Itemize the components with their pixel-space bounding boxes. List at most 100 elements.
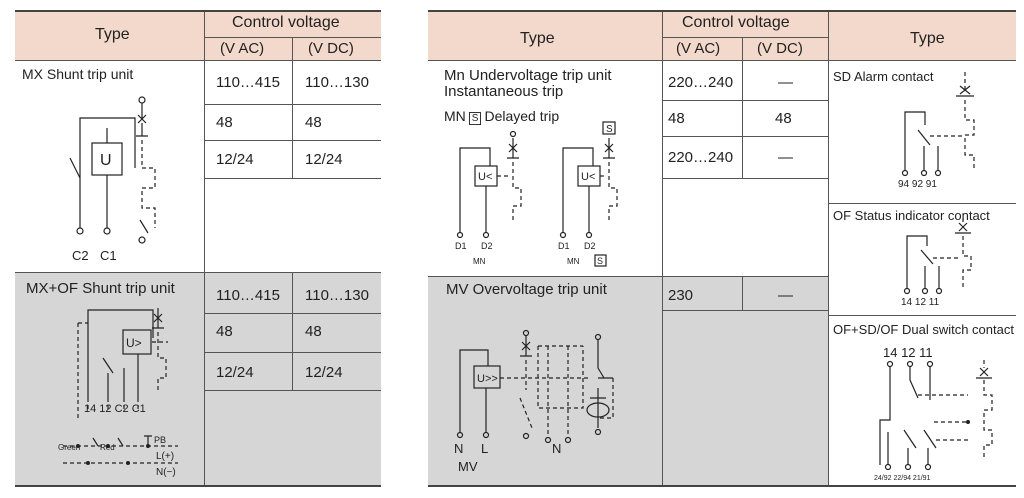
sd-terminals: 94 92 91 <box>898 179 937 190</box>
mxof-wiring-diagram: U> 14 12 C2 C1 Green Red PB L(+) N(−) <box>58 308 178 478</box>
mv-title: MV Overvoltage trip unit <box>446 281 607 298</box>
mn-d2-label-1: D2 <box>481 241 493 251</box>
mn-col-line <box>742 60 743 178</box>
mxof-row1-vdc: 110…130 <box>305 287 369 304</box>
middle-header-bg <box>428 12 828 60</box>
mx-coil-label: U <box>100 152 112 169</box>
dual-wiring-diagram: 14 12 11 24/92 22/94 21/91 <box>874 345 993 482</box>
mn-d1-label-2: D1 <box>558 241 570 251</box>
mn-title-2: Instantaneous trip <box>444 83 564 100</box>
sd-title: SD Alarm contact <box>833 69 934 84</box>
right-top-border <box>828 10 1016 12</box>
mxof-row-line-1 <box>205 313 381 314</box>
mx-row3-vac: 12/24 <box>216 151 254 168</box>
mx-terminal-c1: C1 <box>100 248 117 263</box>
mv-row1-vac: 230 <box>668 287 694 304</box>
mxof-bg <box>15 272 381 486</box>
mn-row-line-3 <box>663 178 828 179</box>
middle-header-col-line <box>742 37 743 60</box>
mxof-col-line <box>292 272 293 390</box>
mn-title-3-box: S <box>468 112 482 125</box>
mxof-row1-vac: 110…415 <box>216 287 280 304</box>
mv-row-line-1 <box>663 310 828 311</box>
mv-l-label: L <box>481 441 488 456</box>
mn-row2-vac: 48 <box>668 110 685 127</box>
mn-mn-label-1: MN <box>473 257 486 266</box>
left-header-bg <box>15 12 381 60</box>
right-type-header: Type <box>910 30 945 47</box>
mxof-row2-vac: 48 <box>216 323 233 340</box>
left-header-col-line <box>292 37 293 60</box>
mxof-nminus-label: N(−) <box>156 467 176 478</box>
mv-divider <box>662 276 663 486</box>
of-title: OF Status indicator contact <box>833 208 990 223</box>
middle-header-bottom <box>428 60 828 61</box>
mn-title-1: Mn Undervoltage trip unit <box>444 67 612 84</box>
mx-row1-vac: 110…415 <box>216 74 280 91</box>
left-control-voltage-header: Control voltage <box>232 14 340 31</box>
mxof-row2-vdc: 48 <box>305 323 322 340</box>
mxof-coil-label: U> <box>126 336 142 350</box>
mx-wiring-diagram: U C2 C1 <box>69 96 156 263</box>
left-type-header: Type <box>95 26 130 43</box>
right-divider <box>828 12 829 486</box>
mn-coil-label-2: U< <box>581 171 595 183</box>
mn-row3-vac: 220…240 <box>668 149 734 166</box>
mv-wiring-diagram: U>> N L N MV <box>454 329 614 474</box>
middle-header-sub-line <box>663 37 828 38</box>
dual-top-terminals: 14 12 11 <box>883 345 933 360</box>
mv-bg <box>428 276 828 486</box>
mxof-title: MX+OF Shunt trip unit <box>26 280 175 297</box>
mxof-pb-label: PB <box>154 435 166 445</box>
mn-wiring-diagrams: U< D1 D2 MN S U< D1 D2 MN S <box>455 121 618 267</box>
mx-terminal-c2: C2 <box>72 248 89 263</box>
left-header-sub-line <box>205 37 381 38</box>
left-header-bottom <box>15 60 381 61</box>
mxof-red-label: Red <box>100 443 115 452</box>
mv-n-label: N <box>454 441 463 456</box>
mn-d1-label-1: D1 <box>455 241 467 251</box>
mn-title-3-suffix: Delayed trip <box>484 108 560 124</box>
mx-row-line-1 <box>205 104 381 105</box>
mn-coil-label-1: U< <box>478 171 492 183</box>
left-vdc-header: (V DC) <box>308 40 354 57</box>
mxof-terminals: 14 12 C2 C1 <box>84 403 146 415</box>
mn-mn-label-2: MN <box>567 257 580 266</box>
mxof-lplus-label: L(+) <box>156 451 174 462</box>
of-wiring-diagram: 14 12 11 <box>901 218 972 308</box>
left-divider <box>204 12 205 486</box>
middle-type-header: Type <box>520 30 555 47</box>
middle-vdc-header: (V DC) <box>757 40 803 57</box>
right-bottom-border <box>828 485 1016 487</box>
right-header-bg <box>828 12 1016 60</box>
mxof-row-line-3 <box>205 390 381 391</box>
mn-row3-vdc: — <box>778 149 793 166</box>
mn-row1-vdc: — <box>778 74 793 91</box>
middle-vac-header: (V AC) <box>676 40 721 57</box>
mx-col-line <box>292 60 293 178</box>
mx-row2-vac: 48 <box>216 114 233 131</box>
mx-row2-vdc: 48 <box>305 114 322 131</box>
mv-n2-label: N <box>552 441 561 456</box>
mxof-divider <box>204 272 205 486</box>
mn-row-line-2 <box>663 136 828 137</box>
mn-row1-vac: 220…240 <box>668 74 734 91</box>
mxof-row3-vdc: 12/24 <box>305 364 343 381</box>
right-header-bottom <box>828 60 1016 61</box>
middle-bottom-border <box>428 485 828 487</box>
dual-title: OF+SD/OF Dual switch contact <box>833 322 1014 337</box>
middle-control-voltage-header: Control voltage <box>682 14 790 31</box>
mx-row-line-2 <box>205 140 381 141</box>
mxof-green-label: Green <box>58 443 80 452</box>
dual-bottom-terminals: 24/92 22/94 21/91 <box>874 475 931 482</box>
sd-wiring-diagram: 94 92 91 <box>898 72 975 190</box>
mxof-row-line-2 <box>205 352 381 353</box>
mv-label: MV <box>458 459 478 474</box>
middle-divider <box>662 12 663 486</box>
mx-row1-vdc: 110…130 <box>305 74 369 91</box>
mn-s-box-label: S <box>606 124 613 135</box>
mxof-top-line <box>15 272 381 273</box>
left-top-border <box>15 10 381 12</box>
mxof-row3-vac: 12/24 <box>216 364 254 381</box>
mx-row3-vdc: 12/24 <box>305 151 343 168</box>
